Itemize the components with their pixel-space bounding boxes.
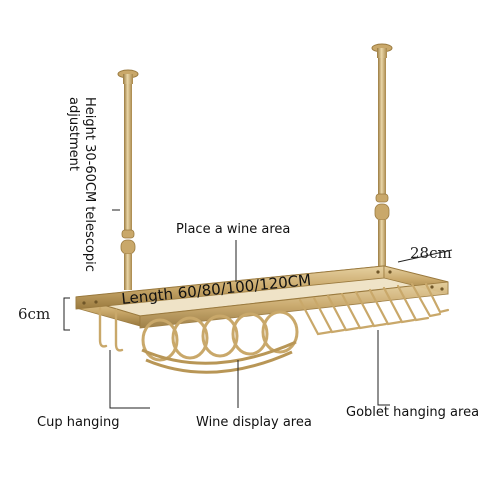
thickness-label: 6cm [18, 305, 50, 323]
height-label-line2: adjustment [66, 97, 81, 171]
height-label-line1: Height 30-60CM telescopic [82, 97, 97, 272]
left-telescopic-rod [120, 84, 136, 290]
right-ceiling-mount [371, 43, 393, 58]
wine-bottle-holders [141, 310, 299, 374]
goblet-hangers [298, 282, 450, 336]
wine-display-area-label: Wine display area [196, 415, 312, 430]
height-label: Height 30-60CM telescopic adjustment [66, 97, 97, 272]
cup-hanging-label: Cup hanging [37, 415, 120, 430]
place-wine-area-label: Place a wine area [176, 222, 290, 237]
cup-hooks [98, 306, 124, 352]
right-telescopic-rod [374, 58, 390, 266]
goblet-hanging-area-label: Goblet hanging area [346, 405, 479, 420]
left-ceiling-mount [117, 69, 139, 84]
leader-lines [63, 209, 453, 409]
depth-label: 28cm [410, 244, 452, 262]
